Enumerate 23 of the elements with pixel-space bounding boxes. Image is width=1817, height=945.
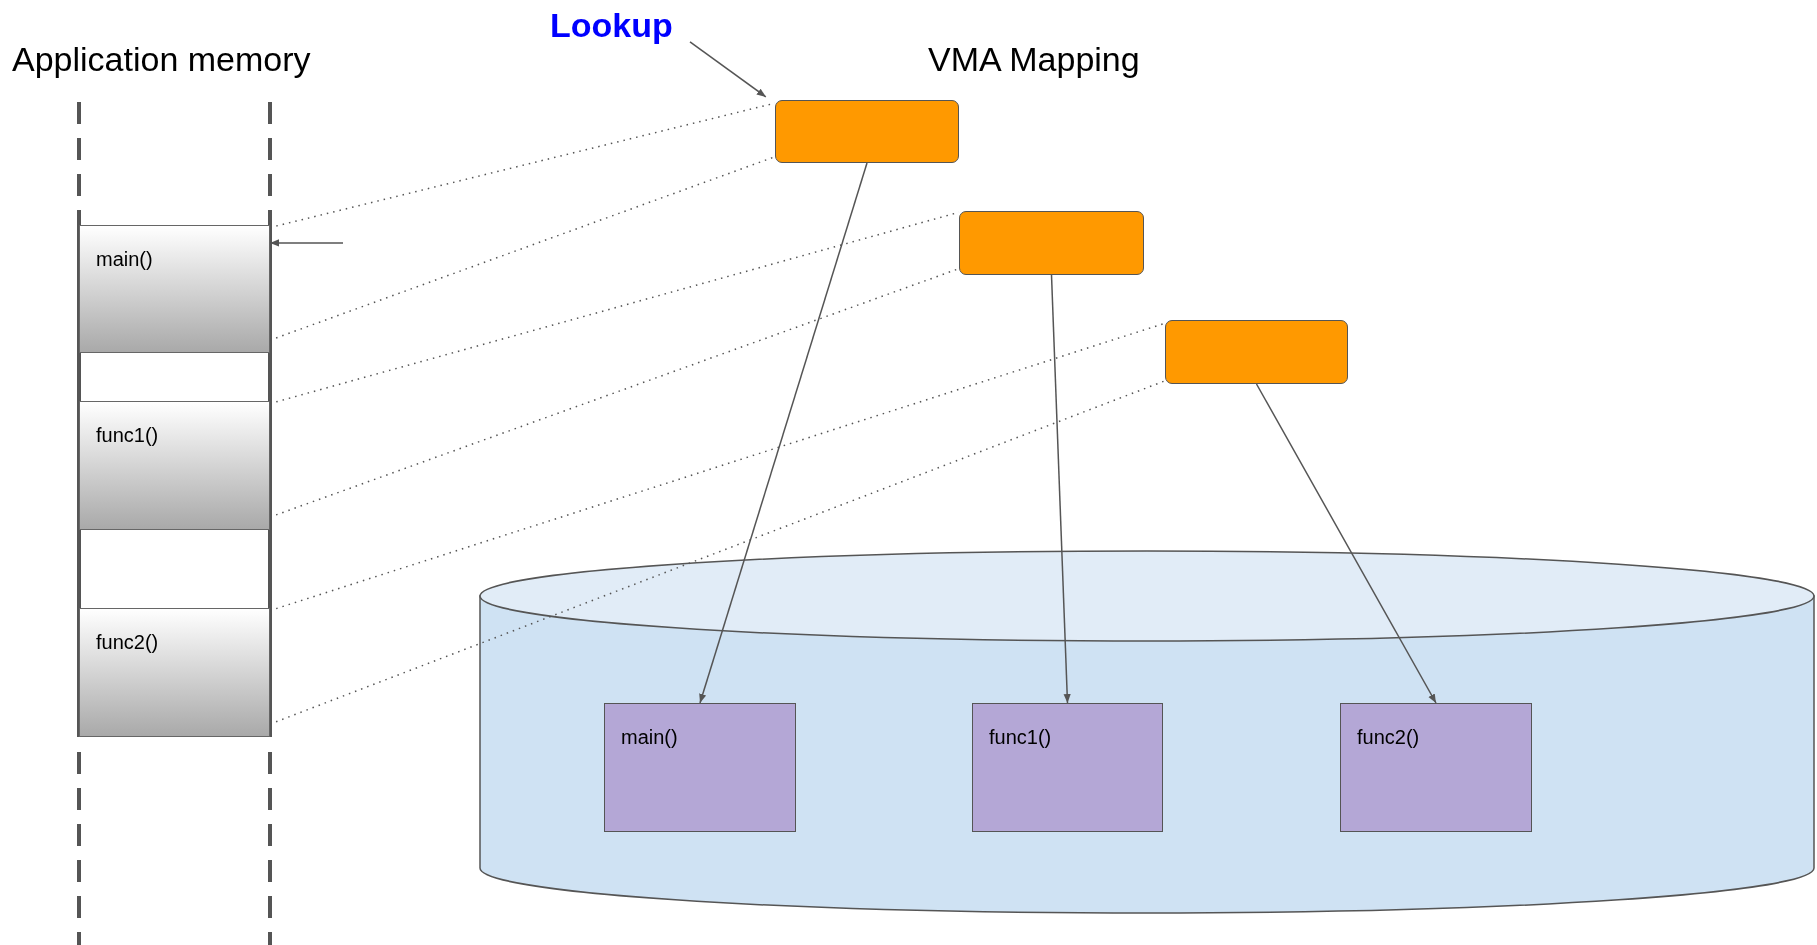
mapping-box (775, 100, 959, 163)
arrow (1255, 383, 1437, 704)
memory-frame-box (79, 225, 270, 353)
function-name: main() (621, 726, 678, 749)
function-name: func1() (989, 726, 1052, 749)
lookup-label: Lookup (550, 6, 673, 45)
function-name: func1() (96, 424, 159, 447)
function-name: main() (96, 248, 153, 271)
function-name: func2() (1357, 726, 1420, 749)
function-box (1340, 703, 1532, 832)
arrow (1050, 274, 1071, 704)
function-name: func2() (96, 631, 159, 654)
function-box (972, 703, 1163, 832)
arrow (689, 41, 767, 98)
mapping-box (1165, 320, 1348, 384)
arrow (269, 239, 344, 247)
heading: VMA Mapping (928, 40, 1140, 79)
memory-frame-box (79, 608, 270, 737)
mapping-box (959, 211, 1144, 275)
heading: Application memory (12, 40, 311, 79)
memory-frame-box (79, 401, 270, 530)
function-box (604, 703, 796, 832)
arrow (699, 162, 868, 704)
